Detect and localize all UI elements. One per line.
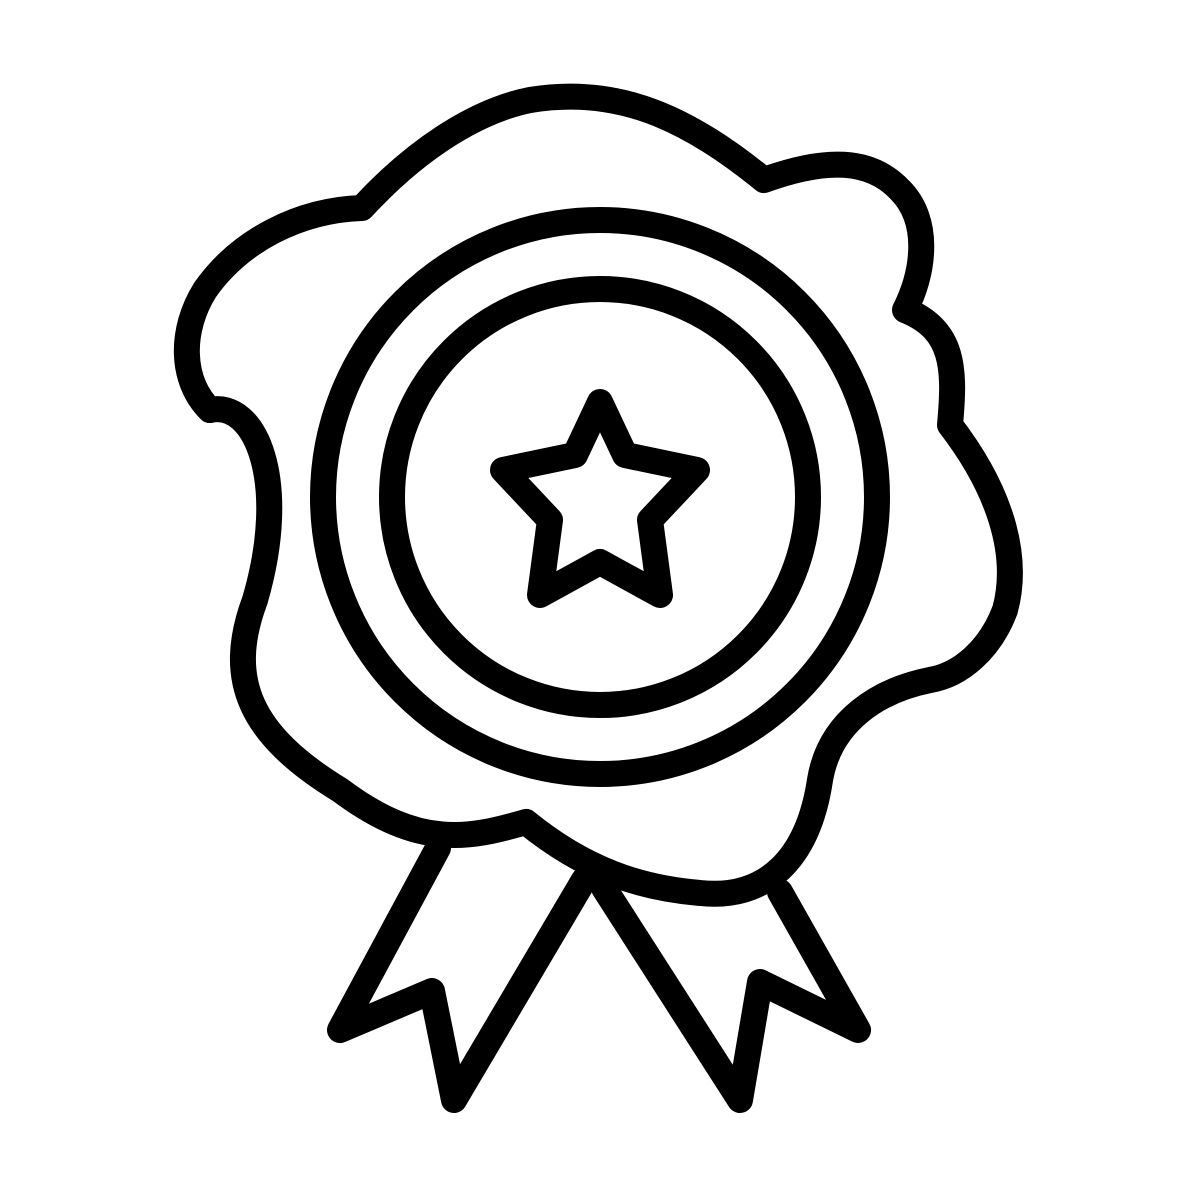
- inner-ring-icon: [379, 276, 821, 718]
- ribbon-right-icon: [591, 875, 871, 1113]
- wax-seal-outline-icon: [173, 83, 1023, 907]
- star-icon: [490, 389, 710, 608]
- outer-ring-icon: [310, 207, 890, 787]
- ribbon-left-icon: [327, 835, 597, 1113]
